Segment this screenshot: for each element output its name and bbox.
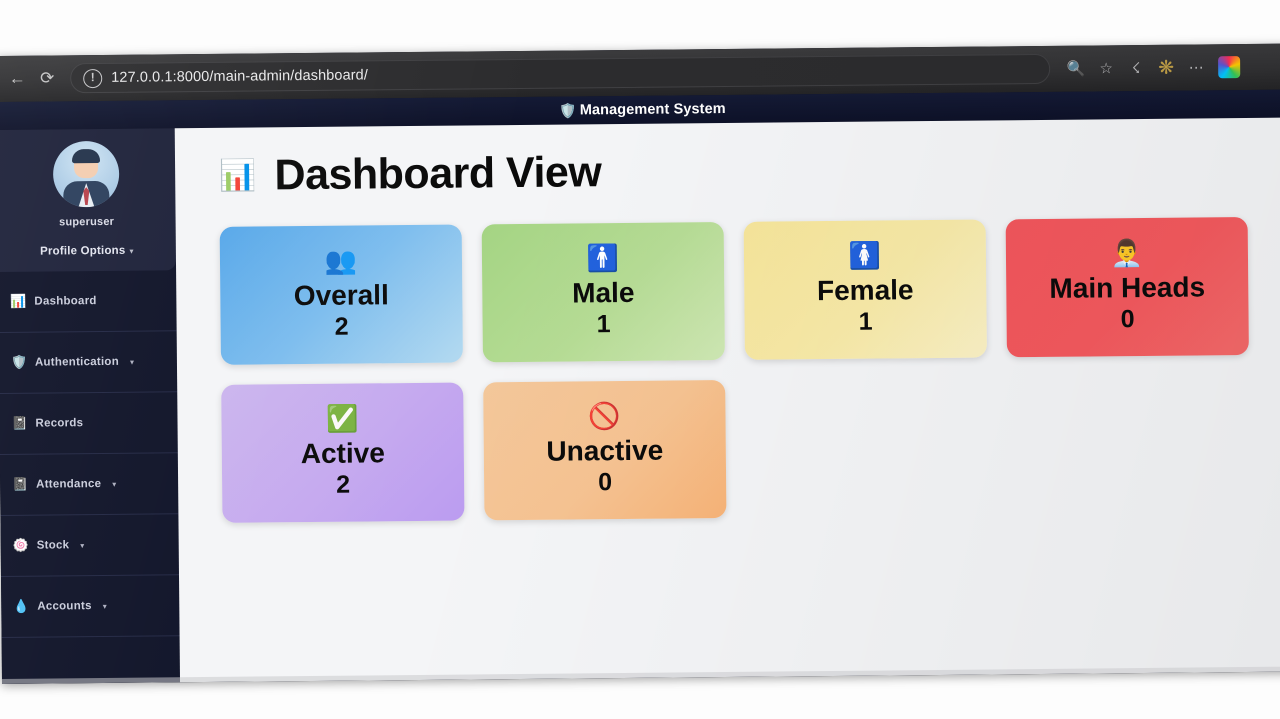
stat-card-value: 2 <box>334 312 349 341</box>
info-icon[interactable]: ! <box>83 68 103 88</box>
page-title: 📊 Dashboard View <box>219 142 1280 201</box>
stat-card-main-heads[interactable]: 👨‍💼 Main Heads 0 <box>1005 216 1249 358</box>
stat-card-label: Main Heads <box>1049 271 1206 305</box>
chevron-down-icon: ▾ <box>80 540 85 550</box>
profile-card: superuser Profile Options▾ <box>0 128 177 272</box>
sidebar-item-label: Attendance <box>36 478 102 491</box>
stat-card-value: 2 <box>336 470 351 499</box>
stat-card-overall[interactable]: 👥 Overall 2 <box>219 224 463 365</box>
stat-card-unactive[interactable]: 🚫 Unactive 0 <box>483 380 727 521</box>
shield-icon: 🛡️ <box>559 101 577 119</box>
profile-options-label: Profile Options <box>39 244 126 258</box>
toolbar-actions: 🔍 ☆ ☇ ❋ ⋯ <box>1062 53 1241 83</box>
sidebar-item-records[interactable]: 📓 Records <box>0 392 178 455</box>
prohibited-icon: 🚫 <box>588 401 621 432</box>
reload-icon[interactable]: ⟳ <box>39 68 55 88</box>
busts-icon: 👥 <box>324 245 358 277</box>
username-label: superuser <box>59 215 115 229</box>
stat-card-female[interactable]: 🚺 Female 1 <box>743 219 987 360</box>
app-title: Management System <box>579 100 726 119</box>
sidebar-item-label: Records <box>35 417 84 430</box>
stat-card-label: Unactive <box>546 435 664 468</box>
womens-room-icon: 🚺 <box>848 240 882 272</box>
sidebar-item-label: Dashboard <box>34 295 97 308</box>
chevron-down-icon: ▾ <box>102 601 107 611</box>
bar-chart-icon: 📊 <box>10 293 27 309</box>
stat-card-value: 0 <box>598 467 613 497</box>
notebook-icon: 📓 <box>12 476 29 492</box>
sidebar: superuser Profile Options▾ 📊 Dashboard 🛡… <box>0 128 181 684</box>
extension-icon[interactable]: ❋ <box>1158 57 1175 79</box>
stat-card-label: Male <box>572 277 635 309</box>
sidebar-item-accounts[interactable]: 💧 Accounts ▾ <box>1 575 180 638</box>
check-mark-icon: ✅ <box>326 403 359 435</box>
search-icon[interactable]: 🔍 <box>1066 60 1086 78</box>
stat-card-label: Female <box>816 274 914 307</box>
bar-chart-icon: 📊 <box>219 159 257 193</box>
back-arrow-icon[interactable]: ← <box>8 68 26 88</box>
stat-card-row-2: ✅ Active 2 🚫 Unactive 0 <box>221 375 1280 523</box>
profile-chip-icon[interactable] <box>1218 56 1241 79</box>
profile-options-dropdown[interactable]: Profile Options▾ <box>40 245 134 258</box>
star-icon[interactable]: ☆ <box>1099 60 1113 78</box>
stock-icon: 🍥 <box>12 537 30 553</box>
sidebar-item-attendance[interactable]: 📓 Attendance ▾ <box>0 453 179 516</box>
more-menu-icon[interactable]: ⋯ <box>1188 59 1204 77</box>
stat-card-label: Active <box>300 437 385 470</box>
stat-card-label: Overall <box>293 279 389 312</box>
sidebar-item-label: Stock <box>36 539 70 552</box>
collections-icon[interactable]: ☇ <box>1131 60 1141 78</box>
businessman-icon: 👨‍💼 <box>1110 238 1144 269</box>
sidebar-item-label: Accounts <box>37 600 92 613</box>
sidebar-item-label: Authentication <box>34 355 119 369</box>
stat-card-value: 1 <box>596 309 611 339</box>
chevron-down-icon: ▾ <box>129 246 134 256</box>
chevron-down-icon: ▾ <box>112 479 117 489</box>
stat-card-active[interactable]: ✅ Active 2 <box>221 382 465 523</box>
shield-icon: 🛡️ <box>10 354 28 370</box>
chevron-down-icon: ▾ <box>129 357 135 367</box>
main-content: 📊 Dashboard View 👥 Overall 2 🚹 Male 1 🚺 … <box>174 117 1280 683</box>
mens-room-icon: 🚹 <box>586 243 620 274</box>
notebook-icon: 📓 <box>11 415 29 431</box>
stat-card-value: 0 <box>1120 304 1135 334</box>
page-title-text: Dashboard View <box>274 148 602 200</box>
stat-card-row-1: 👥 Overall 2 🚹 Male 1 🚺 Female 1 👨‍💼 Main <box>219 216 1280 365</box>
sidebar-item-authentication[interactable]: 🛡️ Authentication ▾ <box>0 331 178 394</box>
sidebar-item-dashboard[interactable]: 📊 Dashboard <box>0 270 177 333</box>
avatar[interactable] <box>52 140 120 208</box>
url-text: 127.0.0.1:8000/main-admin/dashboard/ <box>111 67 369 86</box>
sidebar-item-stock[interactable]: 🍥 Stock ▾ <box>0 514 179 577</box>
address-bar[interactable]: ! 127.0.0.1:8000/main-admin/dashboard/ <box>70 53 1051 94</box>
stat-card-value: 1 <box>858 307 873 336</box>
stat-card-male[interactable]: 🚹 Male 1 <box>481 222 725 363</box>
browser-window: ← ⟳ ! 127.0.0.1:8000/main-admin/dashboar… <box>0 43 1280 684</box>
droplet-icon: 💧 <box>13 598 30 614</box>
